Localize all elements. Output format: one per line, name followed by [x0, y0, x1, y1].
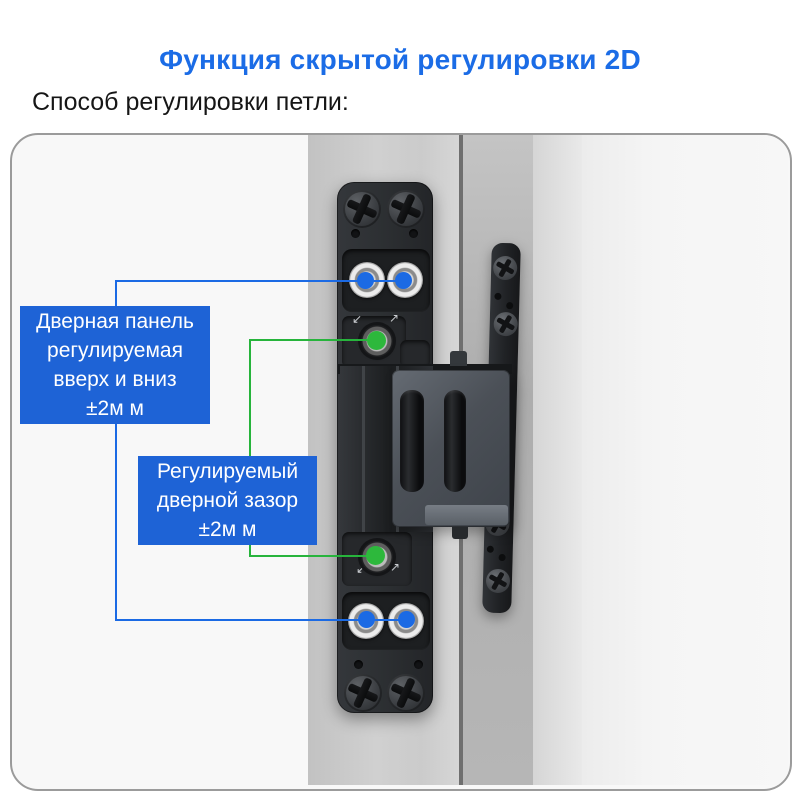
label-line: ±2м м	[86, 397, 144, 420]
hinge-barrel	[444, 390, 466, 492]
connector-line-green	[249, 555, 376, 557]
label-line: Регулируемый	[156, 460, 299, 483]
screw-hole-icon	[498, 553, 506, 562]
pivot-tab	[450, 351, 467, 366]
label-gap-adjust: Регулируемый дверной зазор ±2м м	[138, 456, 317, 545]
connector-line-green	[249, 339, 378, 341]
adjust-arrow-icon: ↙	[352, 312, 363, 326]
connector-line-green	[249, 339, 251, 457]
adjust-arrow-icon: ↗	[390, 560, 401, 574]
adjust-arrow-icon: ↙	[356, 562, 367, 576]
screw-hole-icon	[351, 229, 360, 238]
door-edge-highlight	[533, 135, 582, 785]
label-panel-adjust: Дверная панель регулируемая вверх и вниз…	[20, 306, 210, 424]
hinge-barrel	[400, 390, 424, 492]
phillips-screw-icon	[485, 568, 511, 594]
screw-hole-icon	[506, 302, 514, 310]
connector-line-green	[249, 544, 251, 557]
door-face-panel	[582, 135, 788, 785]
phillips-screw-icon	[492, 255, 518, 281]
connector-line-blue	[115, 280, 117, 307]
adjustment-marker-dot-icon	[395, 272, 412, 289]
adjustment-marker-dot-icon	[366, 546, 385, 565]
adjustment-marker-dot-icon	[357, 272, 374, 289]
pivot-tab	[452, 527, 468, 539]
connector-line-blue	[115, 280, 404, 282]
label-line: ±2м м	[198, 518, 257, 541]
label-line: дверной зазор	[156, 489, 299, 512]
phillips-screw-icon	[387, 674, 425, 712]
page-title: Функция скрытой регулировки 2D	[159, 44, 641, 75]
connector-line-blue	[115, 424, 117, 621]
screw-hole-icon	[409, 229, 418, 238]
screw-hole-icon	[494, 292, 502, 300]
label-line: вверх и вниз	[53, 368, 177, 391]
phillips-screw-icon	[343, 190, 381, 228]
phillips-screw-icon	[387, 190, 425, 228]
pivot-bottom-step	[425, 505, 508, 525]
adjustment-marker-dot-icon	[367, 331, 386, 350]
label-line: Дверная панель	[36, 310, 194, 333]
channel-ridge	[362, 366, 365, 532]
phillips-screw-icon	[344, 674, 382, 712]
adjust-arrow-icon: ↗	[389, 311, 400, 325]
adjustment-marker-dot-icon	[398, 611, 415, 628]
screw-hole-icon	[354, 660, 363, 669]
screw-hole-icon	[414, 660, 423, 669]
figure-subtitle: Способ регулировки петли:	[32, 88, 349, 116]
phillips-screw-icon	[493, 311, 519, 337]
gap-adjuster-housing-step	[400, 340, 430, 368]
adjustment-marker-dot-icon	[358, 611, 375, 628]
illustration-card: ↙ ↗ ↙ ↗	[10, 133, 792, 791]
connector-line-blue	[115, 619, 408, 621]
screw-hole-icon	[486, 545, 494, 553]
label-line: регулируемая	[47, 339, 183, 362]
